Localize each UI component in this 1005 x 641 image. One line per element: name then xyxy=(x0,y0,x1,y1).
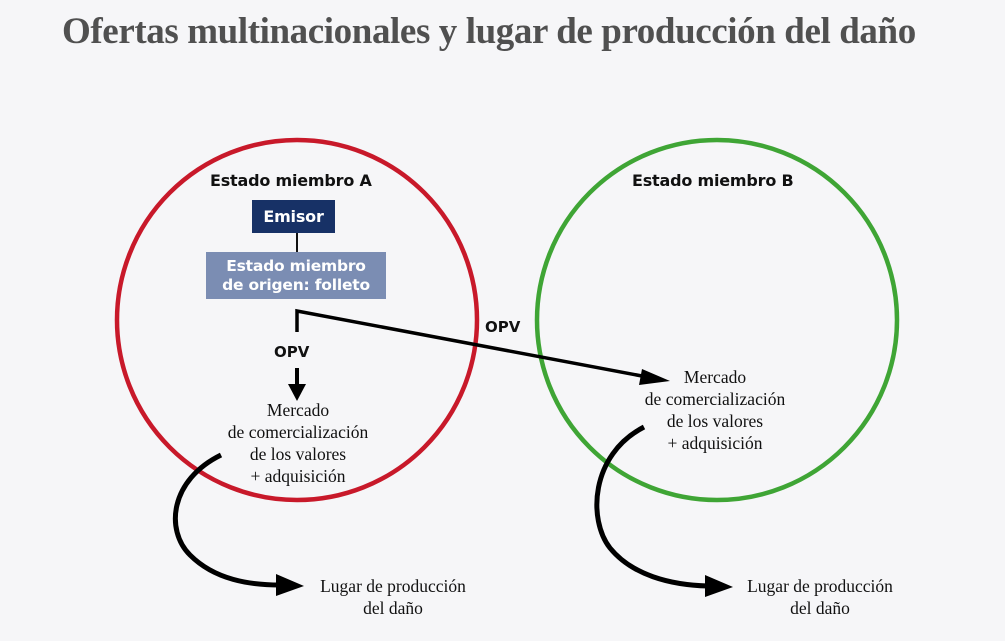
market-b-line3: de los valores xyxy=(666,411,764,431)
damage-place-b-line1: Lugar de producción xyxy=(747,576,893,596)
damage-place-a-text: Lugar de producción del daño xyxy=(303,575,483,619)
market-b-line1: Mercado xyxy=(683,367,747,387)
state-a-label: Estado miembro A xyxy=(210,171,372,190)
market-b-text: Mercado de comercialización de los valor… xyxy=(625,366,805,454)
market-a-line1: Mercado xyxy=(266,400,330,420)
market-b-line4: + adquisición xyxy=(667,433,763,453)
damage-arrowhead-a-icon xyxy=(276,574,304,596)
market-a-line4: + adquisición xyxy=(250,466,346,486)
origin-box-line1: Estado miembro xyxy=(226,256,366,275)
market-a-line3: de los valores xyxy=(249,444,347,464)
state-b-circle xyxy=(534,137,900,503)
damage-arrowhead-b-icon xyxy=(705,575,733,597)
market-a-text: Mercado de comercialización de los valor… xyxy=(208,399,388,487)
cross-border-arrowhead-icon xyxy=(639,369,670,385)
market-a-line2: de comercialización xyxy=(227,422,369,442)
damage-place-a-line1: Lugar de producción xyxy=(320,576,466,596)
damage-place-b-line2: del daño xyxy=(790,598,850,618)
emisor-box: Emisor xyxy=(252,200,335,233)
damage-arrow-b xyxy=(594,424,709,589)
origin-box-line2: de origen: folleto xyxy=(222,275,370,294)
damage-place-b-text: Lugar de producción del daño xyxy=(730,575,910,619)
domestic-arrowhead-icon xyxy=(288,384,306,401)
opv-label-cross-border: OPV xyxy=(485,318,521,336)
damage-arrow-a xyxy=(173,452,281,588)
emisor-label: Emisor xyxy=(263,207,324,226)
page-title: Ofertas multinacionales y lugar de produ… xyxy=(62,11,916,52)
cross-border-opv-arrow xyxy=(295,308,659,381)
origin-prospectus-box: Estado miembro de origen: folleto xyxy=(206,252,386,299)
market-b-line2: de comercialización xyxy=(644,389,786,409)
state-a-circle xyxy=(114,137,480,503)
damage-place-a-line2: del daño xyxy=(363,598,423,618)
state-b-label: Estado miembro B xyxy=(632,171,794,190)
opv-label-domestic: OPV xyxy=(274,343,310,361)
